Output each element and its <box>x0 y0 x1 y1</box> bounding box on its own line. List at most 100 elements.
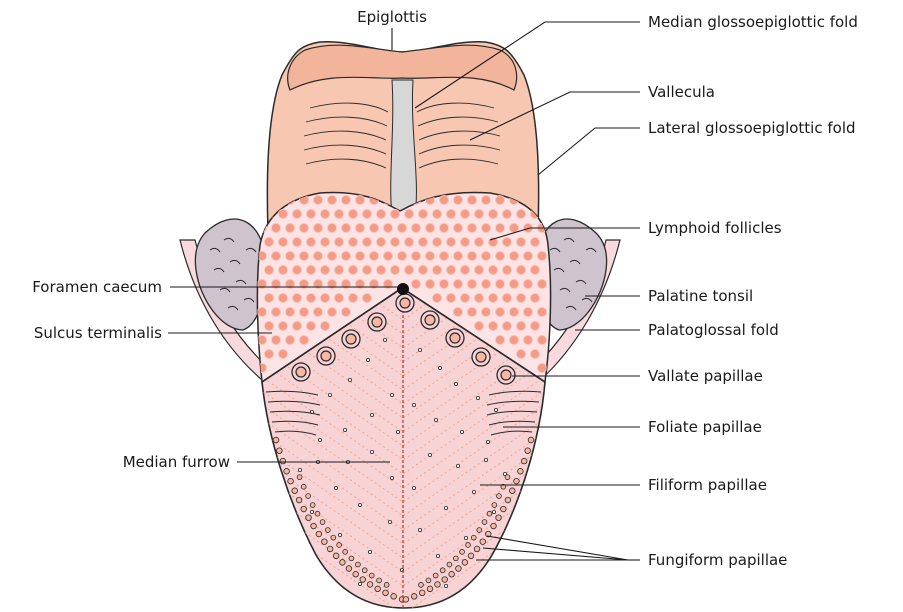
papilla-dot <box>412 486 415 489</box>
lymphoid-follicle <box>278 349 287 358</box>
papilla-dot <box>383 338 386 341</box>
lymphoid-follicle <box>376 209 385 218</box>
lymphoid-follicle <box>278 237 287 246</box>
fungiform-papilla <box>311 523 317 529</box>
lymphoid-follicle <box>439 223 448 232</box>
lymphoid-follicle <box>509 223 518 232</box>
label-lymphoid-follicles: Lymphoid follicles <box>648 219 782 237</box>
lymphoid-follicle <box>460 237 469 246</box>
lymphoid-follicle <box>502 237 511 246</box>
lymphoid-follicle <box>453 251 462 260</box>
papilla-dot <box>494 408 497 411</box>
lymphoid-follicle <box>488 321 497 330</box>
fungiform-papilla <box>306 494 311 499</box>
lymphoid-follicle <box>481 307 490 316</box>
lymphoid-follicle <box>299 307 308 316</box>
lymphoid-follicle <box>460 293 469 302</box>
lymphoid-follicle <box>278 265 287 274</box>
lymphoid-follicle <box>271 223 280 232</box>
fungiform-papilla <box>525 448 531 454</box>
papilla-dot <box>438 366 441 369</box>
lymphoid-follicle <box>516 293 525 302</box>
label-epiglottis: Epiglottis <box>357 8 427 26</box>
lymphoid-follicle <box>432 293 441 302</box>
lymphoid-follicle <box>264 293 273 302</box>
lymphoid-follicle <box>285 335 294 344</box>
lymphoid-follicle <box>509 279 518 288</box>
papilla-dot <box>418 528 421 531</box>
lymphoid-follicle <box>474 265 483 274</box>
fungiform-papilla <box>391 594 397 600</box>
fungiform-papilla <box>514 478 520 484</box>
lymphoid-follicle <box>502 265 511 274</box>
lymphoid-follicle <box>460 209 469 218</box>
lymphoid-follicle <box>502 209 511 218</box>
label-vallate-papillae: Vallate papillae <box>648 367 763 385</box>
lymphoid-follicle <box>341 223 350 232</box>
lymphoid-follicle <box>271 251 280 260</box>
lymphoid-follicle <box>257 195 266 204</box>
lymphoid-follicle <box>369 223 378 232</box>
fungiform-papilla <box>474 546 480 552</box>
lymphoid-follicle <box>516 237 525 246</box>
lymphoid-follicle <box>355 223 364 232</box>
fungiform-papilla <box>471 535 476 540</box>
lymphoid-follicle <box>355 195 364 204</box>
fungiform-papilla <box>337 543 342 548</box>
lymphoid-follicle <box>264 321 273 330</box>
label-vallecula: Vallecula <box>648 83 715 101</box>
lymphoid-follicle <box>313 307 322 316</box>
lymphoid-follicle <box>481 195 490 204</box>
lymphoid-follicle <box>488 265 497 274</box>
fungiform-papilla <box>360 577 366 583</box>
label-sulcus-terminalis: Sulcus terminalis <box>34 324 162 342</box>
lymphoid-follicle <box>334 209 343 218</box>
fungiform-papilla <box>273 437 279 443</box>
palatine-tonsil-left <box>195 219 265 330</box>
lymphoid-follicle <box>425 251 434 260</box>
lymphoid-follicle <box>467 251 476 260</box>
lymphoid-follicle <box>348 265 357 274</box>
lymphoid-follicle <box>313 251 322 260</box>
lymphoid-follicle <box>474 237 483 246</box>
fungiform-papilla <box>509 488 515 494</box>
lymphoid-follicle <box>292 265 301 274</box>
lymphoid-follicle <box>523 279 532 288</box>
label-fungiform-papillae: Fungiform papillae <box>648 551 787 569</box>
papilla-dot <box>358 582 361 585</box>
fungiform-papilla <box>353 571 359 577</box>
lymphoid-follicle <box>404 237 413 246</box>
lymphoid-follicle <box>516 265 525 274</box>
fungiform-papilla <box>340 560 346 566</box>
lymphoid-follicle <box>474 209 483 218</box>
lymphoid-follicle <box>313 223 322 232</box>
lymphoid-follicle <box>271 335 280 344</box>
lymphoid-follicle <box>306 293 315 302</box>
lymphoid-follicle <box>341 307 350 316</box>
lymphoid-follicle <box>348 237 357 246</box>
fungiform-papilla <box>310 503 315 508</box>
papilla-dot <box>472 490 475 493</box>
fungiform-papilla <box>306 515 312 521</box>
fungiform-papilla <box>426 578 431 583</box>
fungiform-papilla <box>442 577 448 583</box>
lymphoid-follicle <box>537 251 546 260</box>
papilla-dot <box>444 584 447 587</box>
lymphoid-follicle <box>362 265 371 274</box>
lymphoid-follicle <box>264 349 273 358</box>
lymphoid-follicle <box>278 209 287 218</box>
lymphoid-follicle <box>285 251 294 260</box>
fungiform-papilla <box>375 586 381 592</box>
lymphoid-follicle <box>495 279 504 288</box>
papilla-dot <box>366 358 369 361</box>
lymphoid-follicle <box>327 223 336 232</box>
lymphoid-follicle <box>306 321 315 330</box>
fungiform-papilla <box>492 503 497 508</box>
fungiform-papilla <box>435 582 441 588</box>
lymphoid-follicle <box>355 251 364 260</box>
papilla-dot <box>428 453 431 456</box>
lymphoid-follicle <box>495 223 504 232</box>
fungiform-papilla <box>411 594 417 600</box>
fungiform-papilla <box>346 566 352 572</box>
